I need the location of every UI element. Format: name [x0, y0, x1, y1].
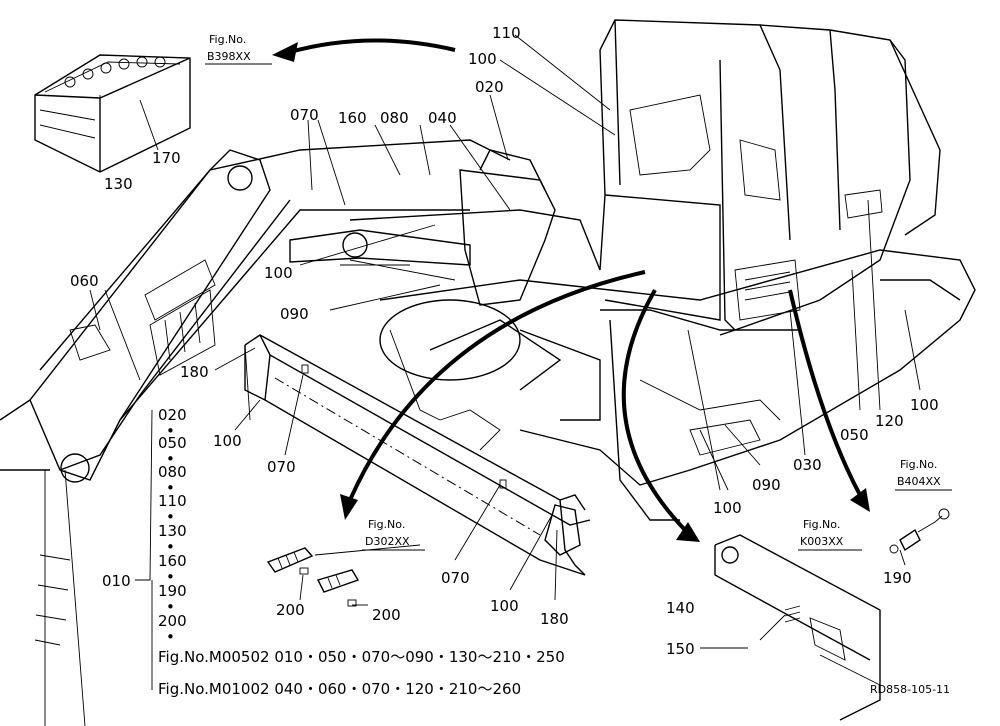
figure-ref-title: Fig.No.: [209, 33, 246, 46]
figure-ref-code: B398XX: [207, 50, 251, 63]
kit-separator: •: [166, 598, 175, 616]
kit-separator: •: [166, 538, 175, 556]
callout-label: 100: [713, 499, 742, 517]
kit-parent-number: 010: [102, 572, 131, 590]
track-drawing: [379, 249, 976, 521]
kit-item: 130: [158, 522, 187, 540]
kit-separator: •: [166, 628, 175, 646]
figure-ref-title: Fig.No.: [900, 458, 937, 471]
kit-separator: •: [166, 508, 175, 526]
valve-drawing: [266, 547, 360, 607]
kit-item: 020: [158, 406, 187, 424]
callout-label: 130: [104, 175, 133, 193]
callout-label: 100: [264, 264, 293, 282]
callout-label: 040: [428, 109, 457, 127]
footnote-line-2: Fig.No.M01002 040・060・070・120・210～260: [158, 680, 521, 698]
kit-item: 200: [158, 612, 187, 630]
boom-cylinder-drawing: [289, 149, 601, 306]
figure-ref-battery: Fig.No. B398XX: [205, 33, 272, 65]
callout-label: 200: [276, 601, 305, 619]
callout-label: 060: [70, 272, 99, 290]
footnote-line-1: Fig.No.M00502 010・050・070～090・130～210・25…: [158, 648, 565, 666]
kit-separator: •: [166, 422, 175, 440]
callout-label: 100: [213, 432, 242, 450]
kit-separator: •: [166, 479, 175, 497]
figure-ref-code: B404XX: [897, 475, 941, 488]
callout-label: 020: [475, 78, 504, 96]
figure-ref-title: Fig.No.: [368, 518, 405, 531]
callout-label: 160: [338, 109, 367, 127]
callout-label: 180: [540, 610, 569, 628]
drawing-code: RD858-105-11: [870, 683, 950, 696]
callout-label: 070: [290, 106, 319, 124]
kit-item: 160: [158, 552, 187, 570]
callout-label: 140: [666, 599, 695, 617]
figure-ref-counterweight: Fig.No. K003XX: [798, 518, 862, 551]
kit-separator: •: [166, 450, 175, 468]
cab-drawing: [599, 19, 941, 336]
callout-label: 150: [666, 640, 695, 658]
switch-drawing: [889, 508, 950, 554]
callout-label: 120: [875, 412, 904, 430]
callout-label: 090: [280, 305, 309, 323]
kit-list: 010 020 • 050 • 080 • 110 • 130 • 160 • …: [102, 406, 187, 646]
callout-label: 110: [492, 24, 521, 42]
footnotes: Fig.No.M00502 010・050・070～090・130～210・25…: [158, 648, 565, 698]
callout-label: 100: [490, 597, 519, 615]
figure-ref-valves: Fig.No. D302XX: [362, 518, 425, 551]
callout-label: 070: [267, 458, 296, 476]
kit-item: 050: [158, 434, 187, 452]
callout-label: 190: [883, 569, 912, 587]
callout-label: 090: [752, 476, 781, 494]
callout-label: 100: [468, 50, 497, 68]
callout-label: 170: [152, 149, 181, 167]
dozer-blade-drawing: [244, 334, 591, 576]
callout-label: 070: [441, 569, 470, 587]
figure-ref-code: K003XX: [800, 535, 844, 548]
kit-item: 080: [158, 463, 187, 481]
callout-numbers: 110 100 020 070 160 080 040 130 170 060 …: [70, 24, 939, 658]
excavator-line-art: [0, 19, 976, 726]
callout-label: 030: [793, 456, 822, 474]
kit-item: 190: [158, 582, 187, 600]
boom-arm-drawing: [0, 139, 511, 726]
figure-ref-switch: Fig.No. B404XX: [895, 458, 952, 491]
figure-ref-title: Fig.No.: [803, 518, 840, 531]
callout-leaders: [89, 34, 921, 690]
callout-label: 050: [840, 426, 869, 444]
figure-ref-code: D302XX: [365, 535, 410, 548]
callout-label: 100: [910, 396, 939, 414]
callout-label: 180: [180, 363, 209, 381]
callout-label: 080: [380, 109, 409, 127]
counterweight-drawing: [714, 534, 881, 721]
kit-separator: •: [166, 568, 175, 586]
kit-item: 110: [158, 492, 187, 510]
leader-arrows: [272, 38, 870, 542]
callout-label: 200: [372, 606, 401, 624]
